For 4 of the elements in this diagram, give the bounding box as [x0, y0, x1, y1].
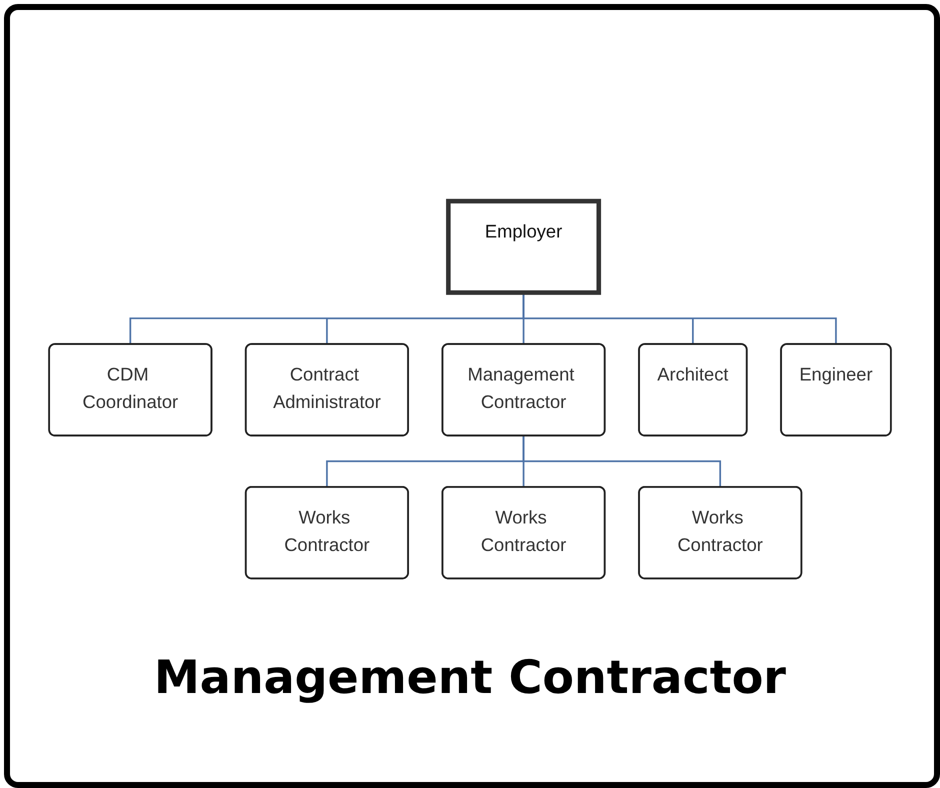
node-box: Employer — [446, 199, 602, 296]
connector — [522, 292, 837, 344]
caption: Management Contractor — [154, 650, 786, 704]
connector — [522, 436, 722, 488]
